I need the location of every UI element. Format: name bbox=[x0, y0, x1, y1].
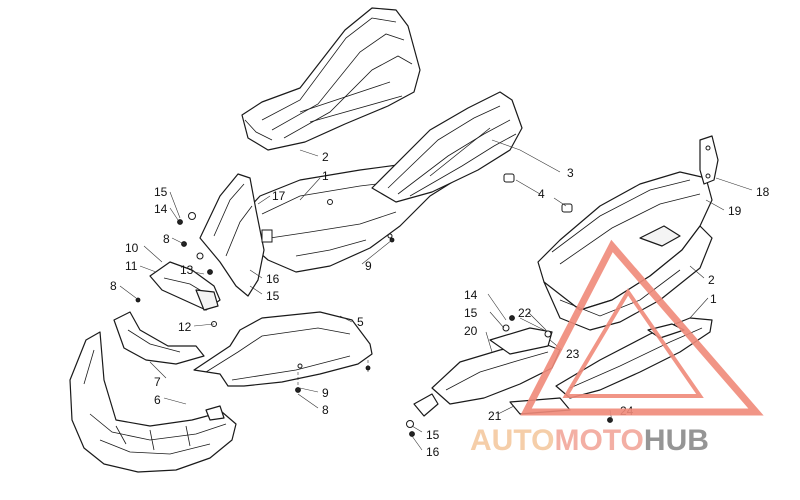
callout-13: 13 bbox=[180, 263, 194, 277]
watermark-inner-triangle-icon bbox=[562, 288, 704, 398]
side-panel-right bbox=[537, 171, 713, 331]
watermark-triangle-icon bbox=[520, 239, 764, 416]
callout-8-left-mid: 8 bbox=[110, 279, 117, 293]
callout-22: 22 bbox=[518, 306, 532, 320]
callout-21: 21 bbox=[488, 409, 502, 423]
callout-15-right-bottom: 15 bbox=[426, 428, 440, 442]
callout-labels: 2 1 3 4 17 15 14 8 10 11 13 16 15 9 8 12… bbox=[110, 150, 770, 459]
callout-1-right: 1 bbox=[710, 292, 717, 306]
callout-14-right: 14 bbox=[464, 288, 478, 302]
skid-plate-5 bbox=[193, 311, 373, 387]
callout-1-upper: 1 bbox=[322, 169, 329, 183]
callout-6: 6 bbox=[154, 393, 161, 407]
callout-20: 20 bbox=[464, 324, 478, 338]
callout-18: 18 bbox=[756, 185, 770, 199]
watermark-auto: AUTO bbox=[470, 424, 554, 457]
watermark-moto: MOTO bbox=[554, 424, 643, 457]
callout-17: 17 bbox=[272, 189, 286, 203]
front-bracket-left bbox=[199, 173, 273, 297]
front-nose-6 bbox=[69, 331, 237, 473]
callout-12: 12 bbox=[178, 320, 192, 334]
callout-3: 3 bbox=[567, 166, 574, 180]
callout-16-right: 16 bbox=[426, 445, 440, 459]
bumper-brace-7 bbox=[113, 311, 205, 365]
spacer-4 bbox=[503, 173, 573, 213]
callout-7: 7 bbox=[154, 375, 161, 389]
callout-2-right: 2 bbox=[708, 273, 715, 287]
callout-9-lower: 9 bbox=[322, 386, 329, 400]
callout-16-left: 16 bbox=[266, 272, 280, 286]
dash-panel-center bbox=[371, 91, 523, 203]
callout-15-left-top: 15 bbox=[154, 185, 168, 199]
callout-5: 5 bbox=[357, 315, 364, 329]
callout-2-upper: 2 bbox=[322, 150, 329, 164]
callout-10: 10 bbox=[125, 241, 139, 255]
callout-9-upper: 9 bbox=[365, 259, 372, 273]
watermark-hub: HUB bbox=[644, 424, 709, 457]
callout-4: 4 bbox=[538, 187, 545, 201]
callout-14-left: 14 bbox=[154, 202, 168, 216]
callout-15-right-top: 15 bbox=[464, 306, 478, 320]
watermark: AUTOMOTOHUB bbox=[470, 239, 764, 457]
callout-11: 11 bbox=[125, 259, 138, 273]
callout-19: 19 bbox=[728, 204, 742, 218]
bracket-18 bbox=[699, 135, 719, 185]
callout-15-left-mid: 15 bbox=[266, 289, 280, 303]
callout-8-left-top: 8 bbox=[163, 232, 170, 246]
bumper-bracket bbox=[149, 261, 221, 311]
callout-23: 23 bbox=[566, 347, 580, 361]
callout-8-lower: 8 bbox=[322, 403, 329, 417]
top-cowl-left bbox=[241, 7, 421, 151]
watermark-text: AUTOMOTOHUB bbox=[470, 424, 709, 457]
